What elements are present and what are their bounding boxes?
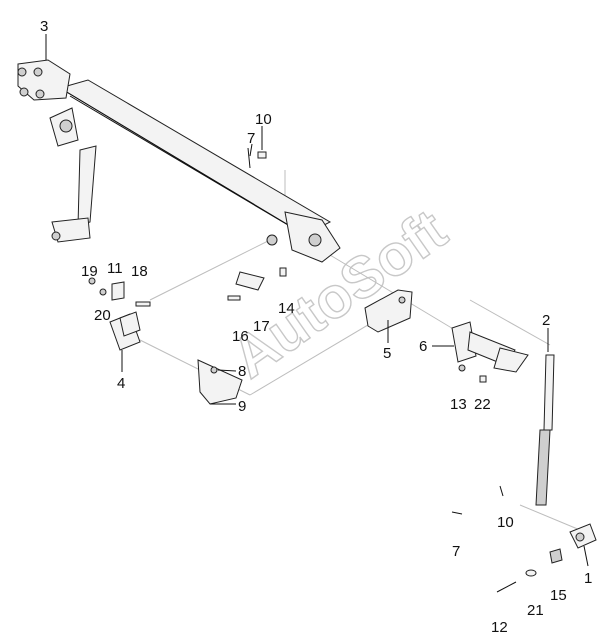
assembly-guide-lines: [139, 170, 581, 531]
callout-12: 12: [491, 619, 508, 636]
callout-1: 1: [584, 570, 592, 587]
part-17-small-plate: [235, 271, 265, 291]
callout-3: 3: [40, 18, 48, 35]
callout-9: 9: [238, 398, 246, 415]
callout-16: 16: [232, 328, 249, 345]
callout-14: 14: [278, 300, 295, 317]
part-3-cross-tube-assembly: [17, 59, 341, 263]
small-fasteners: [88, 147, 487, 383]
callout-17: 17: [253, 318, 270, 335]
callout-10-top: 10: [255, 111, 272, 128]
callout-7-top: 7: [247, 130, 255, 147]
hardware-lower-right: [451, 485, 563, 593]
callout-leaders: [45, 34, 589, 567]
callout-8: 8: [238, 363, 246, 380]
callout-21: 21: [527, 602, 544, 619]
watermark-text: AutoSoft: [220, 197, 458, 391]
callout-10-bottom: 10: [497, 514, 514, 531]
callout-22: 22: [474, 396, 491, 413]
part-1-lower-bracket: [569, 523, 597, 549]
callout-19: 19: [81, 263, 98, 280]
callout-5: 5: [383, 345, 391, 362]
part-5-mounting-plate: [364, 289, 413, 333]
callout-11: 11: [107, 260, 123, 277]
part-2-gas-strut: [535, 354, 555, 506]
callout-13: 13: [450, 396, 467, 413]
part-4-hinge-bracket: [109, 311, 141, 351]
callout-6: 6: [419, 338, 427, 355]
part-6-pivot-bracket: [451, 321, 529, 373]
part-9-bracket-plate: [197, 359, 243, 405]
callout-18: 18: [131, 263, 148, 280]
callout-20: 20: [94, 307, 111, 324]
callout-2: 2: [542, 312, 550, 329]
callout-labels: 3 10 7 19 11 18 20 14 16 17 2 5 6 4 8 9 …: [40, 18, 592, 636]
callout-15: 15: [550, 587, 567, 604]
callout-4: 4: [117, 375, 125, 392]
callout-7-bottom: 7: [452, 543, 460, 560]
